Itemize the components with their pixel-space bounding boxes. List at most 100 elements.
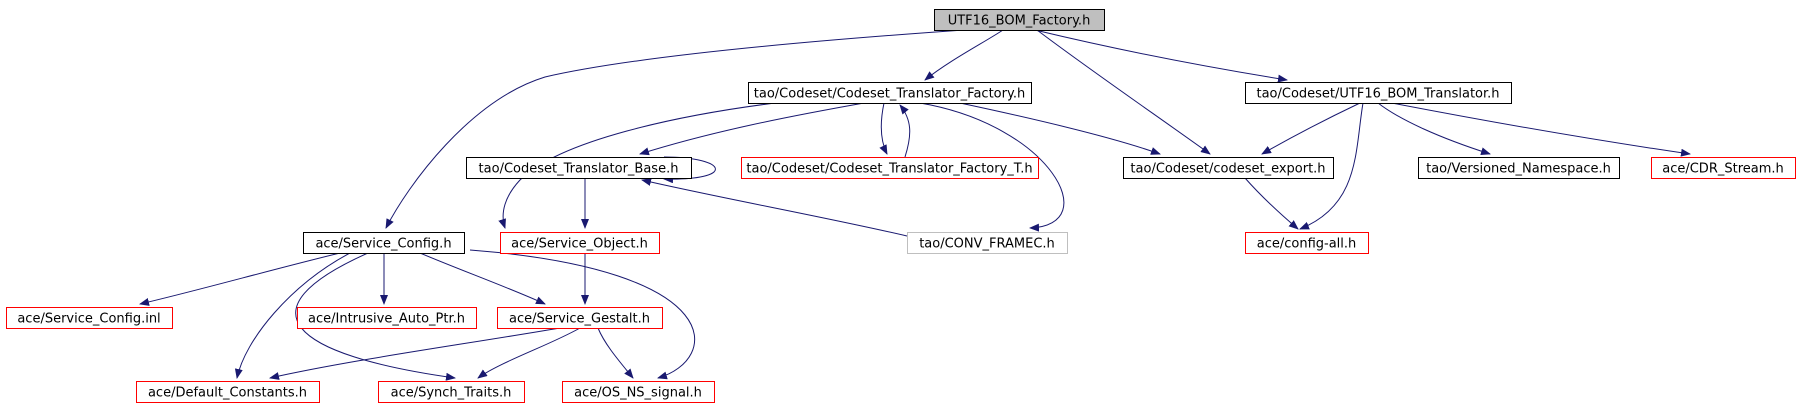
node-label: ace/Synch_Traits.h	[391, 386, 512, 401]
node-box	[748, 82, 1032, 104]
node-box	[1418, 157, 1620, 179]
edge-n1-to-n4	[879, 102, 888, 155]
node-label: tao/Versioned_Namespace.h	[1426, 162, 1611, 177]
edge-n8-to-n14	[419, 252, 546, 305]
node-box	[297, 307, 477, 329]
edge-n14-to-n17	[597, 327, 634, 379]
node-label: ace/config-all.h	[1257, 237, 1357, 252]
node-box	[497, 307, 663, 329]
node-ace-service-gestalt-h[interactable]: ace/Service_Gestalt.h	[497, 307, 663, 329]
node-label: tao/Codeset/codeset_export.h	[1130, 162, 1325, 177]
node-box	[1245, 82, 1512, 104]
edge-path	[234, 252, 351, 379]
node-label: UTF16_BOM_Factory.h	[948, 14, 1091, 29]
edge-path	[1261, 102, 1361, 155]
node-tao-codeset-codeset-export-h[interactable]: tao/Codeset/codeset_export.h	[1123, 157, 1334, 179]
node-label: ace/OS_NS_signal.h	[574, 386, 702, 401]
edge-path	[1377, 102, 1491, 156]
node-tao-codeset-translator-base-h[interactable]: tao/Codeset_Translator_Base.h	[466, 157, 692, 179]
edge-path	[597, 327, 634, 379]
node-ace-service-config-h[interactable]: ace/Service_Config.h	[303, 232, 465, 254]
edge-path	[477, 327, 581, 379]
node-label: tao/CONV_FRAMEC.h	[919, 237, 1055, 252]
node-label: ace/Service_Object.h	[511, 237, 648, 252]
edge-n0-to-n2	[1034, 29, 1288, 83]
edge-n10-to-n3	[641, 178, 908, 237]
node-tao-conv-framec-h: tao/CONV_FRAMEC.h	[907, 232, 1068, 254]
edge-n8-to-n15	[234, 252, 351, 379]
edge-n5-to-n11	[1244, 177, 1299, 230]
edge-path	[879, 102, 888, 155]
node-box	[378, 381, 525, 403]
edge-n0-to-n1	[924, 29, 1004, 81]
node-box	[934, 9, 1105, 31]
node-tao-codeset-codeset-translator-factory-h[interactable]: tao/Codeset/Codeset_Translator_Factory.h	[748, 82, 1032, 104]
node-ace-service-config-inl[interactable]: ace/Service_Config.inl	[6, 307, 173, 329]
node-tao-versioned-namespace-h[interactable]: tao/Versioned_Namespace.h	[1418, 157, 1620, 179]
edge-n1-to-n5	[959, 102, 1161, 155]
nodes-layer: UTF16_BOM_Factory.h tao/Codeset/Codeset_T…	[6, 9, 1796, 403]
edge-path	[1036, 29, 1211, 155]
node-box	[1651, 157, 1796, 179]
node-box	[136, 381, 320, 403]
edge-n1-to-n3	[639, 102, 865, 156]
node-box	[303, 232, 465, 254]
edge-path	[1244, 177, 1299, 230]
edge-path	[919, 102, 1065, 232]
node-label: tao/Codeset_Translator_Base.h	[479, 162, 679, 177]
edge-n14-to-n15	[269, 327, 561, 380]
node-label: ace/Service_Config.h	[315, 237, 451, 252]
edge-n8-to-n17	[469, 249, 696, 380]
node-label: ace/Intrusive_Auto_Ptr.h	[308, 312, 465, 327]
edge-n0-to-n5	[1036, 29, 1211, 155]
edge-n8-to-n12	[139, 252, 341, 306]
edge-path	[1299, 102, 1364, 230]
edge-n0-to-n8	[385, 29, 965, 229]
node-ace-os-ns-signal-h[interactable]: ace/OS_NS_signal.h	[562, 381, 715, 403]
edge-path	[1391, 102, 1691, 157]
node-label: ace/Default_Constants.h	[148, 386, 307, 401]
node-tao-codeset-codeset-translator-factory-t-h[interactable]: tao/Codeset/Codeset_Translator_Factory_T…	[741, 157, 1039, 179]
node-box	[466, 157, 692, 179]
edges-layer	[139, 29, 1691, 381]
node-box	[741, 157, 1039, 179]
node-label: tao/Codeset/Codeset_Translator_Factory_T…	[746, 162, 1032, 177]
node-ace-synch-traits-h[interactable]: ace/Synch_Traits.h	[378, 381, 525, 403]
node-box	[1245, 232, 1369, 254]
edge-path	[469, 249, 696, 380]
node-ace-config-all-h[interactable]: ace/config-all.h	[1245, 232, 1369, 254]
edge-n1-to-n10	[919, 102, 1065, 232]
edge-n4-to-n1	[899, 104, 911, 158]
edge-n2-to-n5	[1261, 102, 1361, 155]
node-label: ace/Service_Config.inl	[17, 312, 160, 327]
node-box	[500, 232, 660, 254]
node-label: tao/Codeset/Codeset_Translator_Factory.h	[754, 87, 1025, 102]
node-label: ace/Service_Gestalt.h	[509, 312, 650, 327]
node-ace-service-object-h[interactable]: ace/Service_Object.h	[500, 232, 660, 254]
edge-path	[639, 102, 865, 156]
edge-path	[385, 29, 965, 229]
edge-path	[924, 29, 1004, 81]
edge-n2-to-n7	[1391, 102, 1691, 157]
edge-path	[139, 252, 341, 306]
edge-path	[641, 178, 908, 237]
edge-path	[1034, 29, 1288, 83]
edge-n2-to-n6	[1377, 102, 1491, 156]
node-box	[6, 307, 173, 329]
edge-path	[899, 104, 911, 158]
edge-path	[959, 102, 1161, 155]
node-box	[907, 232, 1068, 254]
node-label: tao/Codeset/UTF16_BOM_Translator.h	[1256, 87, 1499, 102]
node-box	[1123, 157, 1334, 179]
node-ace-intrusive-auto-ptr-h[interactable]: ace/Intrusive_Auto_Ptr.h	[297, 307, 477, 329]
node-ace-default-constants-h[interactable]: ace/Default_Constants.h	[136, 381, 320, 403]
node-tao-codeset-utf16-bom-translator-h[interactable]: tao/Codeset/UTF16_BOM_Translator.h	[1245, 82, 1512, 104]
node-utf16-bom-factory-h[interactable]: UTF16_BOM_Factory.h	[934, 9, 1105, 31]
edge-n2-to-n11	[1299, 102, 1364, 230]
edge-path	[269, 327, 561, 380]
node-label: ace/CDR_Stream.h	[1662, 162, 1784, 177]
edge-path	[419, 252, 546, 305]
node-box	[562, 381, 715, 403]
node-ace-cdr-stream-h[interactable]: ace/CDR_Stream.h	[1651, 157, 1796, 179]
